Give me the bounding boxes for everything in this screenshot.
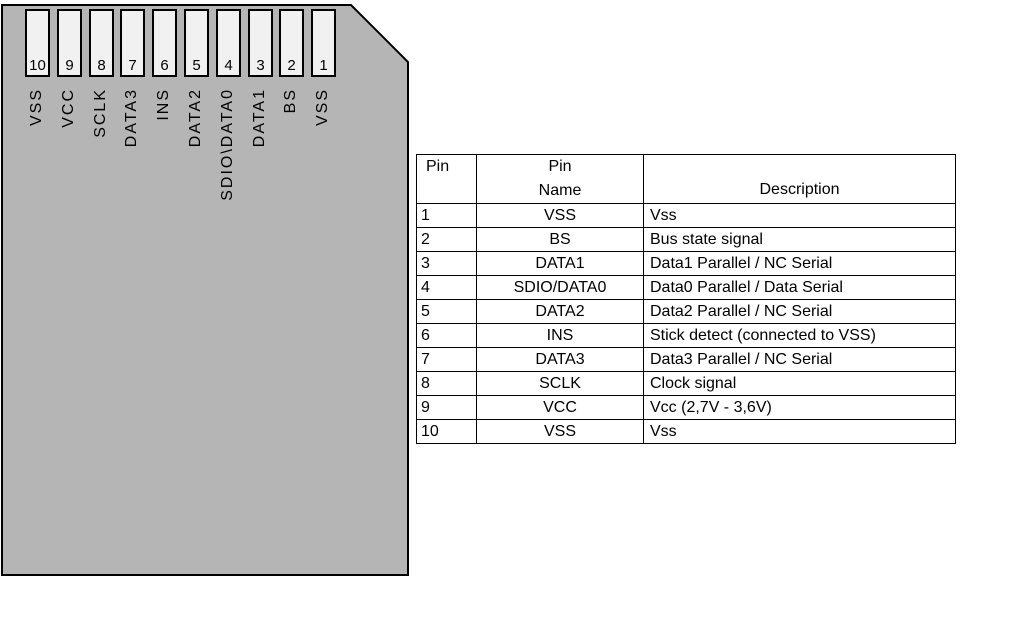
pin-name-cell: DATA2 bbox=[476, 299, 644, 324]
pin-number: 6 bbox=[160, 57, 169, 74]
pin-name-cell: VCC bbox=[476, 395, 644, 420]
description-cell: Clock signal bbox=[643, 371, 956, 396]
pin-number: 2 bbox=[287, 57, 296, 74]
memory-stick-card: 10 9 8 7 6 5 4 3 2 1 VSS VCC SCLK DATA3 INS DATA2 SDIO\… bbox=[0, 0, 414, 582]
pin-cell: 7 bbox=[416, 347, 477, 372]
pin-cell: 2 bbox=[416, 227, 477, 252]
pin-name-cell: VSS bbox=[476, 419, 644, 444]
pin-cell: 9 bbox=[416, 395, 477, 420]
description-cell: Stick detect (connected to VSS) bbox=[643, 323, 956, 348]
description-cell: Data3 Parallel / NC Serial bbox=[643, 347, 956, 372]
pin-label: VSS bbox=[314, 88, 331, 127]
pin-10: 10 bbox=[25, 9, 50, 77]
pin-number: 8 bbox=[97, 57, 106, 74]
pin-name-cell: SDIO/DATA0 bbox=[476, 275, 644, 300]
pin-name-cell: SCLK bbox=[476, 371, 644, 396]
pin-label: INS bbox=[155, 88, 172, 121]
header-pin-name-line1: Pin bbox=[548, 158, 572, 175]
card-outline bbox=[1, 4, 409, 576]
pin-name-cell: DATA3 bbox=[476, 347, 644, 372]
pin-number: 7 bbox=[128, 57, 137, 74]
pin-7: 7 bbox=[120, 9, 145, 77]
pin-label: DATA3 bbox=[123, 88, 140, 148]
table-header-row: Pin Pin Name Description bbox=[416, 154, 956, 204]
pin-number: 3 bbox=[256, 57, 265, 74]
pin-label: SCLK bbox=[92, 88, 109, 138]
pin-label: SDIO\DATA0 bbox=[219, 88, 236, 201]
description-cell: Vss bbox=[643, 203, 956, 228]
header-pin: Pin bbox=[416, 154, 477, 204]
description-cell: Data1 Parallel / NC Serial bbox=[643, 251, 956, 276]
pin-label: DATA2 bbox=[187, 88, 204, 148]
header-pin-label: Pin bbox=[426, 158, 450, 175]
pin-8: 8 bbox=[89, 9, 114, 77]
description-cell: Data2 Parallel / NC Serial bbox=[643, 299, 956, 324]
pin-5: 5 bbox=[184, 9, 209, 77]
pin-9: 9 bbox=[57, 9, 82, 77]
pin-name-cell: DATA1 bbox=[476, 251, 644, 276]
pin-2: 2 bbox=[279, 9, 304, 77]
pin-number: 4 bbox=[224, 57, 233, 74]
card-body-shape bbox=[1, 4, 409, 576]
pin-label: DATA1 bbox=[251, 88, 268, 148]
pin-1: 1 bbox=[311, 9, 336, 77]
pin-number: 1 bbox=[319, 57, 328, 74]
pin-label: BS bbox=[282, 88, 299, 114]
header-pin-name: Pin Name bbox=[476, 154, 644, 204]
description-cell: Data0 Parallel / Data Serial bbox=[643, 275, 956, 300]
pin-4: 4 bbox=[216, 9, 241, 77]
header-pin-name-line2: Name bbox=[538, 182, 582, 199]
header-description: Description bbox=[643, 154, 956, 204]
pin-name-cell: VSS bbox=[476, 203, 644, 228]
description-cell: Bus state signal bbox=[643, 227, 956, 252]
pin-cell: 10 bbox=[416, 419, 477, 444]
pin-cell: 8 bbox=[416, 371, 477, 396]
description-cell: Vss bbox=[643, 419, 956, 444]
pin-3: 3 bbox=[248, 9, 273, 77]
pin-name-cell: INS bbox=[476, 323, 644, 348]
pin-6: 6 bbox=[152, 9, 177, 77]
pin-cell: 4 bbox=[416, 275, 477, 300]
pin-label: VCC bbox=[60, 88, 77, 128]
header-description-label: Description bbox=[759, 181, 840, 198]
description-cell: Vcc (2,7V - 3,6V) bbox=[643, 395, 956, 420]
pin-label: VSS bbox=[28, 88, 45, 127]
pin-number: 5 bbox=[192, 57, 201, 74]
pin-name-cell: BS bbox=[476, 227, 644, 252]
pin-number: 10 bbox=[29, 57, 46, 74]
pin-cell: 6 bbox=[416, 323, 477, 348]
pin-number: 9 bbox=[65, 57, 74, 74]
pin-cell: 3 bbox=[416, 251, 477, 276]
pin-cell: 1 bbox=[416, 203, 477, 228]
pin-cell: 5 bbox=[416, 299, 477, 324]
